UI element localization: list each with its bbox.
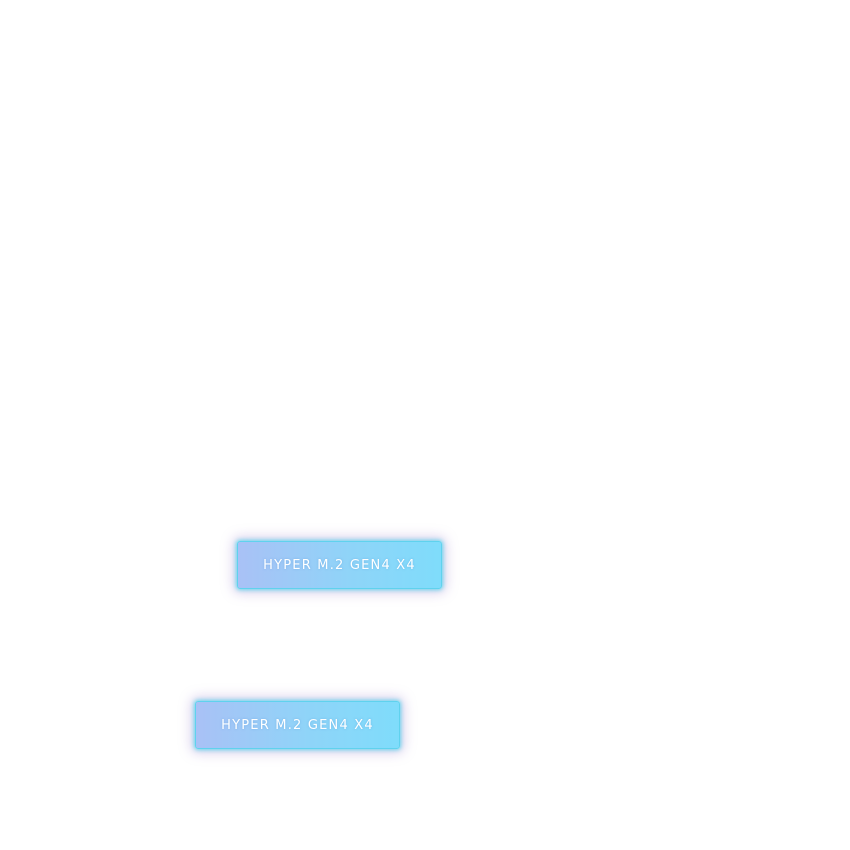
badge-label: HYPER M.2 GEN4 X4 — [221, 717, 374, 733]
hyper-m2-gen4-x4-badge: HYPER M.2 GEN4 X4 — [195, 701, 400, 749]
badge-label: HYPER M.2 GEN4 X4 — [263, 557, 416, 573]
hyper-m2-gen4-x4-badge: HYPER M.2 GEN4 X4 — [237, 541, 442, 589]
